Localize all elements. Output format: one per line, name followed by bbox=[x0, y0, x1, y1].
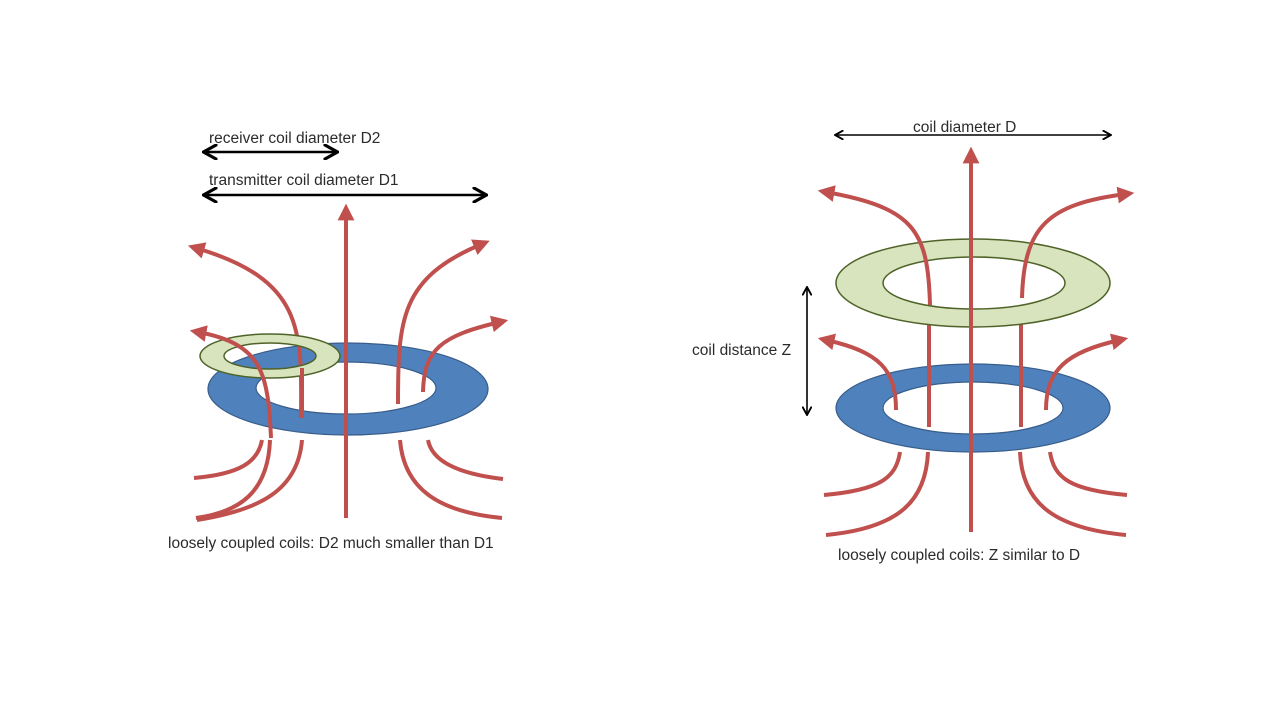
field-line bbox=[1020, 186, 1135, 299]
field-line bbox=[817, 185, 932, 306]
right-caption: loosely coupled coils: Z similar to D bbox=[838, 547, 1081, 564]
field-line bbox=[817, 333, 898, 411]
receiver-diameter-label: receiver coil diameter D2 bbox=[209, 130, 381, 147]
transmitter-coil-right bbox=[835, 363, 1111, 453]
field-line bbox=[189, 325, 273, 439]
coil-distance-label: coil distance Z bbox=[692, 342, 792, 359]
field-line bbox=[1044, 333, 1129, 411]
field-line bbox=[421, 315, 509, 393]
right-panel bbox=[807, 135, 1135, 537]
field-lines-left bbox=[193, 439, 504, 522]
field-line bbox=[396, 239, 490, 405]
transmitter-diameter-label: transmitter coil diameter D1 bbox=[209, 172, 399, 189]
left-caption: loosely coupled coils: D2 much smaller t… bbox=[168, 535, 494, 552]
coil-diameter-label: coil diameter D bbox=[913, 119, 1017, 136]
left-panel bbox=[187, 152, 509, 522]
